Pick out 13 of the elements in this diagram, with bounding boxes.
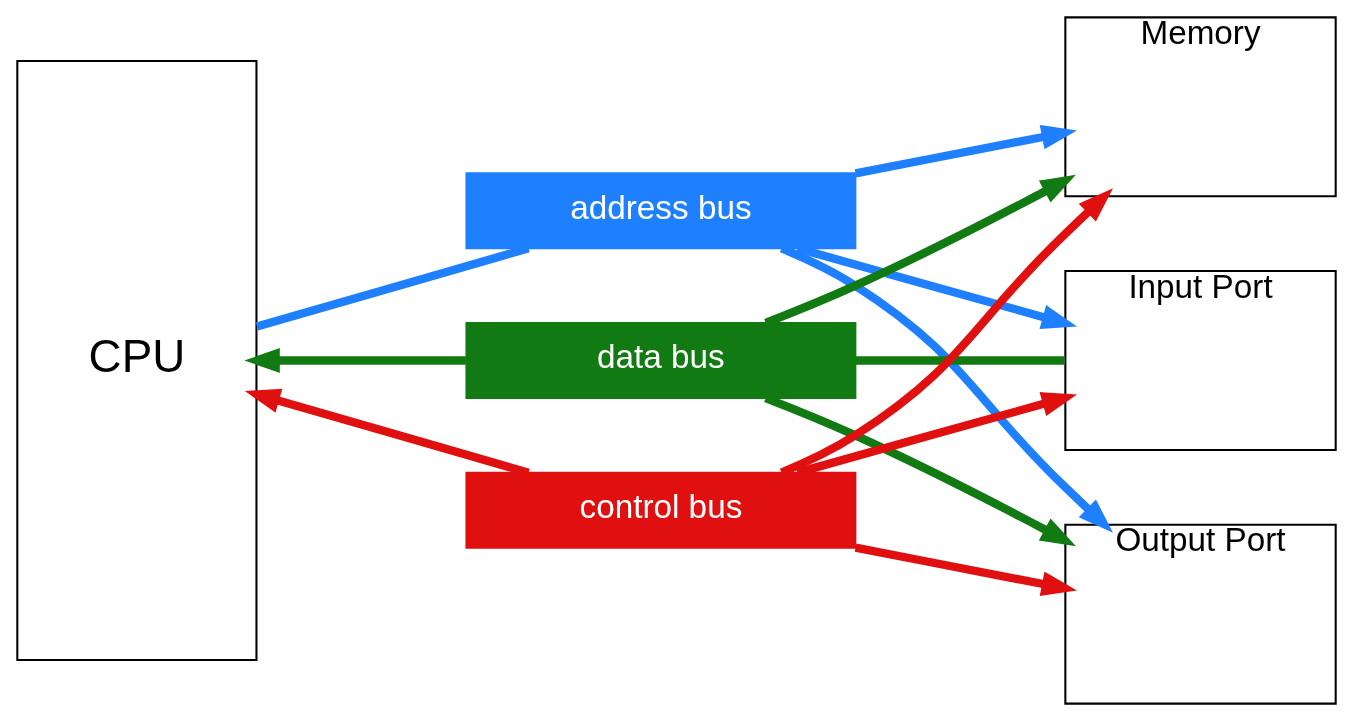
node-box: control bus bbox=[464, 471, 856, 549]
node-box: Output Port bbox=[1063, 523, 1337, 705]
arrow bbox=[854, 125, 1077, 178]
node-box: address bus bbox=[464, 172, 856, 250]
connector bbox=[855, 356, 1065, 365]
arrow bbox=[763, 394, 1076, 547]
arrow bbox=[243, 348, 466, 373]
arrow bbox=[854, 543, 1077, 596]
node-box: Memory bbox=[1063, 16, 1337, 198]
node-box: Input Port bbox=[1063, 270, 1337, 451]
node-box: CPU bbox=[15, 60, 257, 661]
arrow bbox=[763, 174, 1076, 327]
node-box: data bus bbox=[464, 322, 856, 399]
